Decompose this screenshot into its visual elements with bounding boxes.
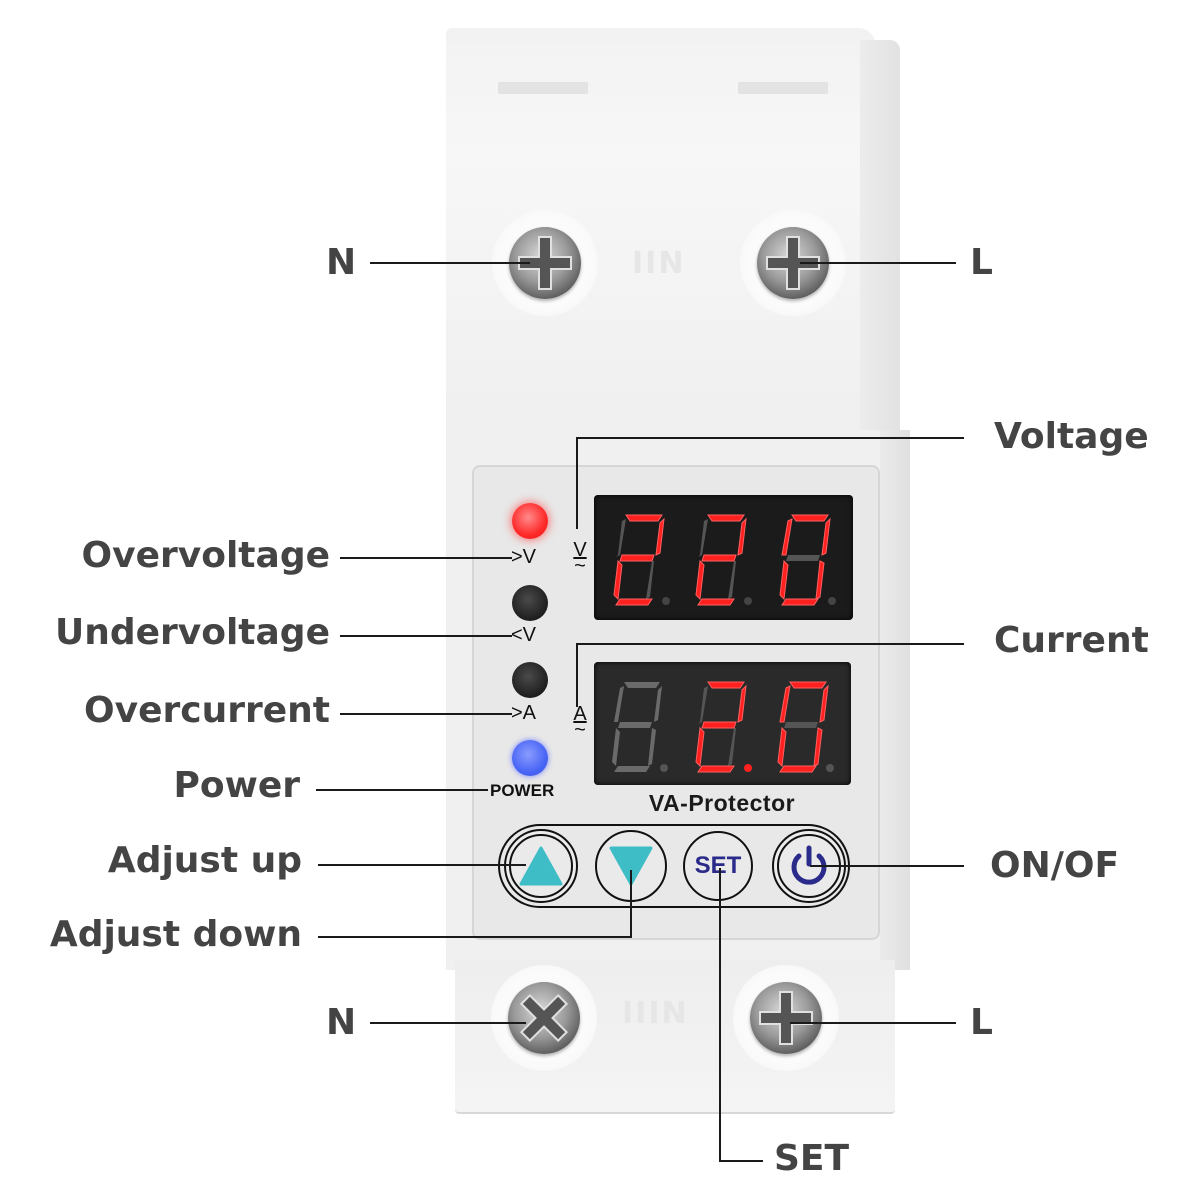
callout-line-set-vertical — [719, 868, 721, 1162]
callout-line-top-n — [370, 262, 530, 264]
ac-symbol: ~ — [574, 555, 586, 577]
phillips-screw-icon — [759, 991, 813, 1045]
adjust-up-button-face — [509, 834, 573, 898]
phillips-screw-icon — [518, 236, 572, 290]
voltage-unit-text: V — [573, 539, 587, 561]
overvoltage-marking: >V — [511, 546, 537, 568]
callout-label-voltage: Voltage — [994, 416, 1149, 457]
screw-terminal-bottom-n[interactable] — [508, 982, 580, 1054]
seven-segment-digit-off — [612, 682, 668, 772]
adjust-up-button[interactable] — [504, 829, 578, 903]
screw-terminal-bottom-l[interactable] — [750, 982, 822, 1054]
power-button-face — [777, 834, 841, 898]
brand-label: VA-Protector — [648, 790, 796, 816]
callout-line-bottom-n — [370, 1022, 526, 1024]
voltage-display — [594, 495, 853, 620]
callout-label-current: Current — [994, 620, 1149, 661]
callout-label-overvoltage: Overvoltage — [81, 535, 330, 576]
phillips-screw-icon — [766, 236, 820, 290]
screw-terminal-top-n[interactable] — [509, 227, 581, 299]
callout-label-undervoltage: Undervoltage — [54, 612, 330, 653]
seven-segment-digit — [777, 681, 834, 773]
seven-segment-digit — [695, 514, 752, 606]
callout-label-overcurrent: Overcurrent — [84, 690, 330, 731]
callout-label-set: SET — [774, 1138, 850, 1179]
callout-line-adjust-down — [318, 936, 632, 938]
set-button-label: SET — [694, 852, 742, 879]
undervoltage-marking: <V — [511, 624, 537, 646]
callout-line-current — [576, 643, 964, 645]
undervoltage-led — [512, 585, 548, 621]
wire-slot-left — [498, 82, 588, 94]
callout-line-undervoltage — [340, 635, 512, 637]
triangle-down-icon — [609, 846, 653, 886]
ac-symbol: ~ — [574, 719, 586, 741]
seven-segment-digit — [613, 514, 670, 606]
wire-slot-right — [738, 82, 828, 94]
callout-label-adjust-down: Adjust down — [49, 914, 302, 955]
callout-line-adjust-up — [318, 864, 526, 866]
embossed-marking-top: IIN — [632, 246, 686, 281]
callout-label-power: Power — [173, 765, 300, 806]
callout-line-top-l — [800, 262, 956, 264]
callout-line-set-horizontal — [719, 1160, 763, 1162]
phillips-screw-icon — [519, 993, 569, 1043]
power-marking: POWER — [490, 781, 555, 800]
callout-label-on-off: ON/OF — [990, 845, 1120, 886]
callout-line-overcurrent — [340, 713, 512, 715]
callout-label-bottom-n: N — [326, 1002, 357, 1043]
callout-line-adjust-down-rise — [630, 870, 632, 938]
overvoltage-led — [512, 503, 548, 539]
overcurrent-marking: >A — [511, 702, 537, 724]
device-mid-side — [880, 430, 910, 970]
set-button-face: SET — [683, 831, 753, 901]
current-unit-text: A — [573, 703, 587, 725]
current-display — [594, 662, 851, 785]
callout-label-top-n: N — [326, 242, 357, 283]
triangle-up-icon — [519, 846, 563, 886]
power-button[interactable] — [772, 829, 846, 903]
set-button[interactable]: SET — [682, 830, 754, 902]
callout-line-bottom-l — [790, 1022, 956, 1024]
callout-label-top-l: L — [970, 242, 993, 283]
callout-line-power — [316, 789, 488, 791]
callout-line-voltage-drop — [576, 437, 578, 529]
embossed-marking-bottom: IIIN — [622, 996, 689, 1031]
callout-line-current-drop — [576, 643, 578, 707]
overcurrent-led — [512, 662, 548, 698]
seven-segment-digit — [695, 681, 752, 773]
power-symbol-icon — [791, 845, 827, 885]
callout-line-voltage — [576, 437, 964, 439]
power-led — [512, 740, 548, 776]
voltage-unit-label: V ~ — [570, 539, 590, 577]
callout-label-bottom-l: L — [970, 1002, 993, 1043]
seven-segment-digit — [779, 514, 836, 606]
callout-line-overvoltage — [340, 557, 512, 559]
callout-line-on-off — [810, 865, 964, 867]
current-unit-label: A ~ — [570, 703, 590, 741]
device-top-side — [860, 40, 900, 460]
callout-label-adjust-up: Adjust up — [107, 840, 302, 881]
